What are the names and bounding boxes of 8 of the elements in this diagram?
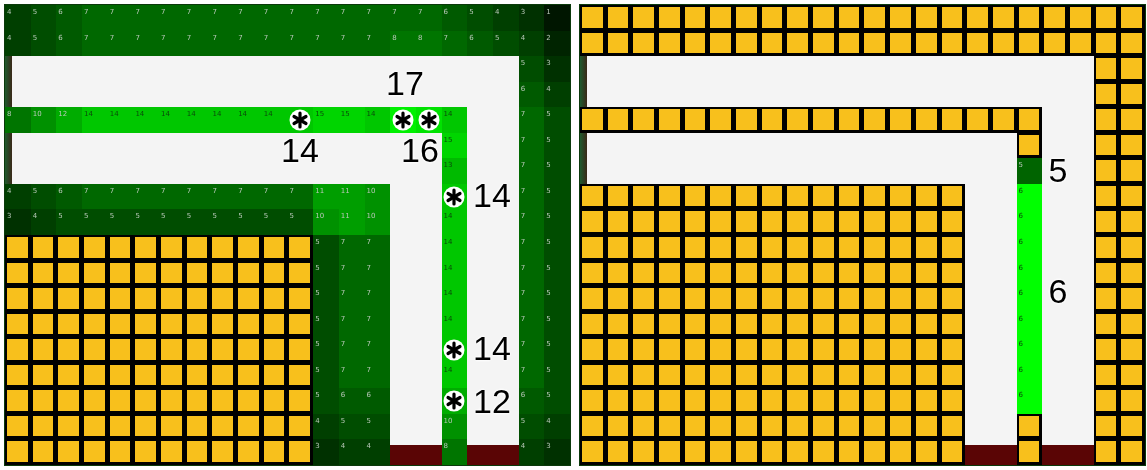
value-annotation: 12	[473, 383, 511, 419]
value-annotation: 6	[1048, 273, 1068, 309]
value-annotation: 5	[1048, 152, 1068, 188]
value-annotation: 14	[473, 330, 511, 366]
value-annotation: 14	[473, 177, 511, 213]
value-annotation: 14	[281, 132, 319, 168]
value-annotation: 16	[401, 132, 439, 168]
value-annotation: 17	[386, 65, 424, 101]
